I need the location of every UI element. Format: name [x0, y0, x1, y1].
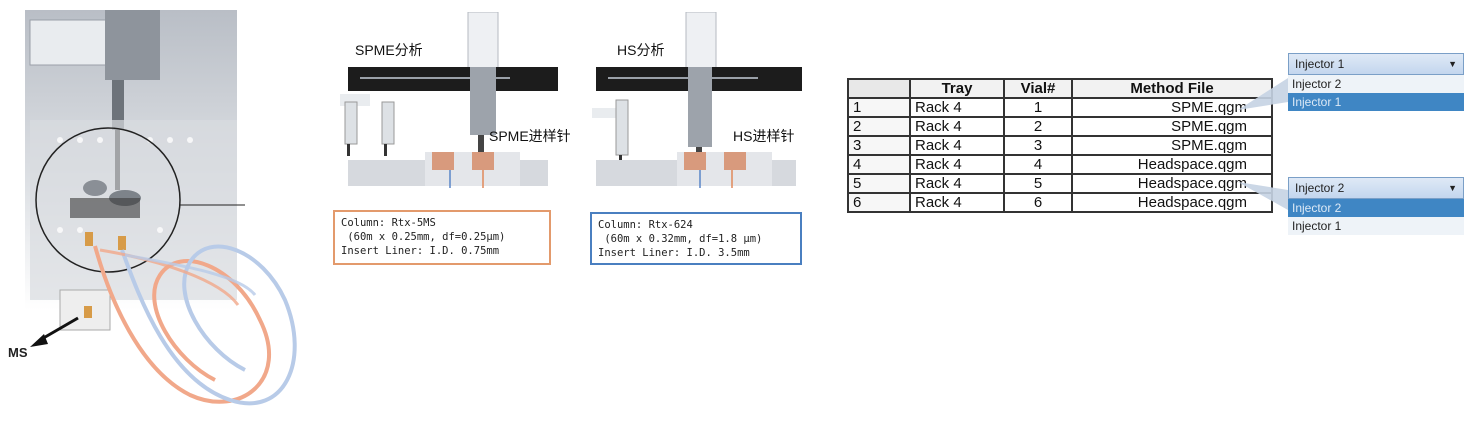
selected-value: Injector 1	[1295, 57, 1345, 71]
method-file-cell[interactable]: SPME.qgm	[1071, 116, 1273, 137]
row-number[interactable]: 2	[847, 116, 911, 137]
table-row[interactable]: 5 Rack 4 5 Headspace.qgm	[847, 173, 1273, 194]
hs-liner: Insert Liner: I.D. 3.5mm	[598, 247, 750, 259]
selected-value: Injector 2	[1295, 181, 1345, 195]
dropdown-option-selected[interactable]: Injector 2	[1288, 199, 1464, 217]
dropdown-option-selected[interactable]: Injector 1	[1288, 93, 1464, 111]
tray-cell[interactable]: Rack 4	[909, 116, 1005, 137]
dropdown-option[interactable]: Injector 1	[1288, 217, 1464, 235]
injector-select-2[interactable]: Injector 2 ▼	[1288, 177, 1464, 199]
chevron-down-icon[interactable]: ▼	[1448, 59, 1457, 69]
hs-column-line2: (60m x 0.32mm, df=1.8 μm)	[598, 233, 763, 245]
tray-cell[interactable]: Rack 4	[909, 97, 1005, 118]
method-file-cell[interactable]: Headspace.qgm	[1071, 154, 1273, 175]
method-file-cell[interactable]: SPME.qgm	[1071, 97, 1273, 118]
table-header-row: Tray Vial# Method File	[847, 78, 1273, 99]
tray-cell[interactable]: Rack 4	[909, 154, 1005, 175]
vial-cell[interactable]: 3	[1003, 135, 1073, 156]
hs-autosampler-image	[592, 12, 802, 188]
hs-needle-label: HS进样针	[733, 128, 795, 144]
spme-autosampler-image	[340, 12, 558, 188]
header-index	[847, 78, 911, 99]
spme-column-line1: Column: Rtx-5MS	[341, 217, 436, 229]
table-row[interactable]: 6 Rack 4 6 Headspace.qgm	[847, 192, 1273, 213]
injector-dropdown-1[interactable]: Injector 1 ▼ Injector 2 Injector 1	[1288, 53, 1464, 111]
hs-title: HS分析	[617, 42, 665, 58]
spme-title: SPME分析	[355, 42, 423, 58]
row-number[interactable]: 4	[847, 154, 911, 175]
table-row[interactable]: 3 Rack 4 3 SPME.qgm	[847, 135, 1273, 156]
spme-column-line2: (60m x 0.25mm, df=0.25μm)	[341, 231, 506, 243]
hs-spec-box: Column: Rtx-624 (60m x 0.32mm, df=1.8 μm…	[590, 212, 802, 265]
row-number[interactable]: 6	[847, 192, 911, 213]
tray-cell[interactable]: Rack 4	[909, 173, 1005, 194]
method-file-cell[interactable]: Headspace.qgm	[1071, 192, 1273, 213]
spme-needle-label: SPME进样针	[489, 128, 571, 144]
vial-cell[interactable]: 5	[1003, 173, 1073, 194]
header-method-file: Method File	[1071, 78, 1273, 99]
hs-column-line1: Column: Rtx-624	[598, 219, 693, 231]
injector-select-1[interactable]: Injector 1 ▼	[1288, 53, 1464, 75]
row-number[interactable]: 5	[847, 173, 911, 194]
header-vial: Vial#	[1003, 78, 1073, 99]
instrument-illustration	[25, 10, 297, 406]
chevron-down-icon[interactable]: ▼	[1448, 183, 1457, 193]
table-row[interactable]: 1 Rack 4 1 SPME.qgm	[847, 97, 1273, 118]
ms-label: MS	[8, 345, 28, 360]
dropdown-option[interactable]: Injector 2	[1288, 75, 1464, 93]
vial-cell[interactable]: 1	[1003, 97, 1073, 118]
table-row[interactable]: 2 Rack 4 2 SPME.qgm	[847, 116, 1273, 137]
vial-cell[interactable]: 4	[1003, 154, 1073, 175]
method-file-cell[interactable]: SPME.qgm	[1071, 135, 1273, 156]
spme-spec-box: Column: Rtx-5MS (60m x 0.25mm, df=0.25μm…	[333, 210, 551, 265]
header-tray: Tray	[909, 78, 1005, 99]
row-number[interactable]: 3	[847, 135, 911, 156]
method-file-cell[interactable]: Headspace.qgm	[1071, 173, 1273, 194]
tray-cell[interactable]: Rack 4	[909, 192, 1005, 213]
row-number[interactable]: 1	[847, 97, 911, 118]
vial-cell[interactable]: 2	[1003, 116, 1073, 137]
vial-cell[interactable]: 6	[1003, 192, 1073, 213]
injector-dropdown-2[interactable]: Injector 2 ▼ Injector 2 Injector 1	[1288, 177, 1464, 235]
table-row[interactable]: 4 Rack 4 4 Headspace.qgm	[847, 154, 1273, 175]
callout-connectors	[1238, 78, 1288, 210]
sequence-table: Tray Vial# Method File 1 Rack 4 1 SPME.q…	[847, 78, 1273, 213]
spme-liner: Insert Liner: I.D. 0.75mm	[341, 245, 500, 257]
tray-cell[interactable]: Rack 4	[909, 135, 1005, 156]
